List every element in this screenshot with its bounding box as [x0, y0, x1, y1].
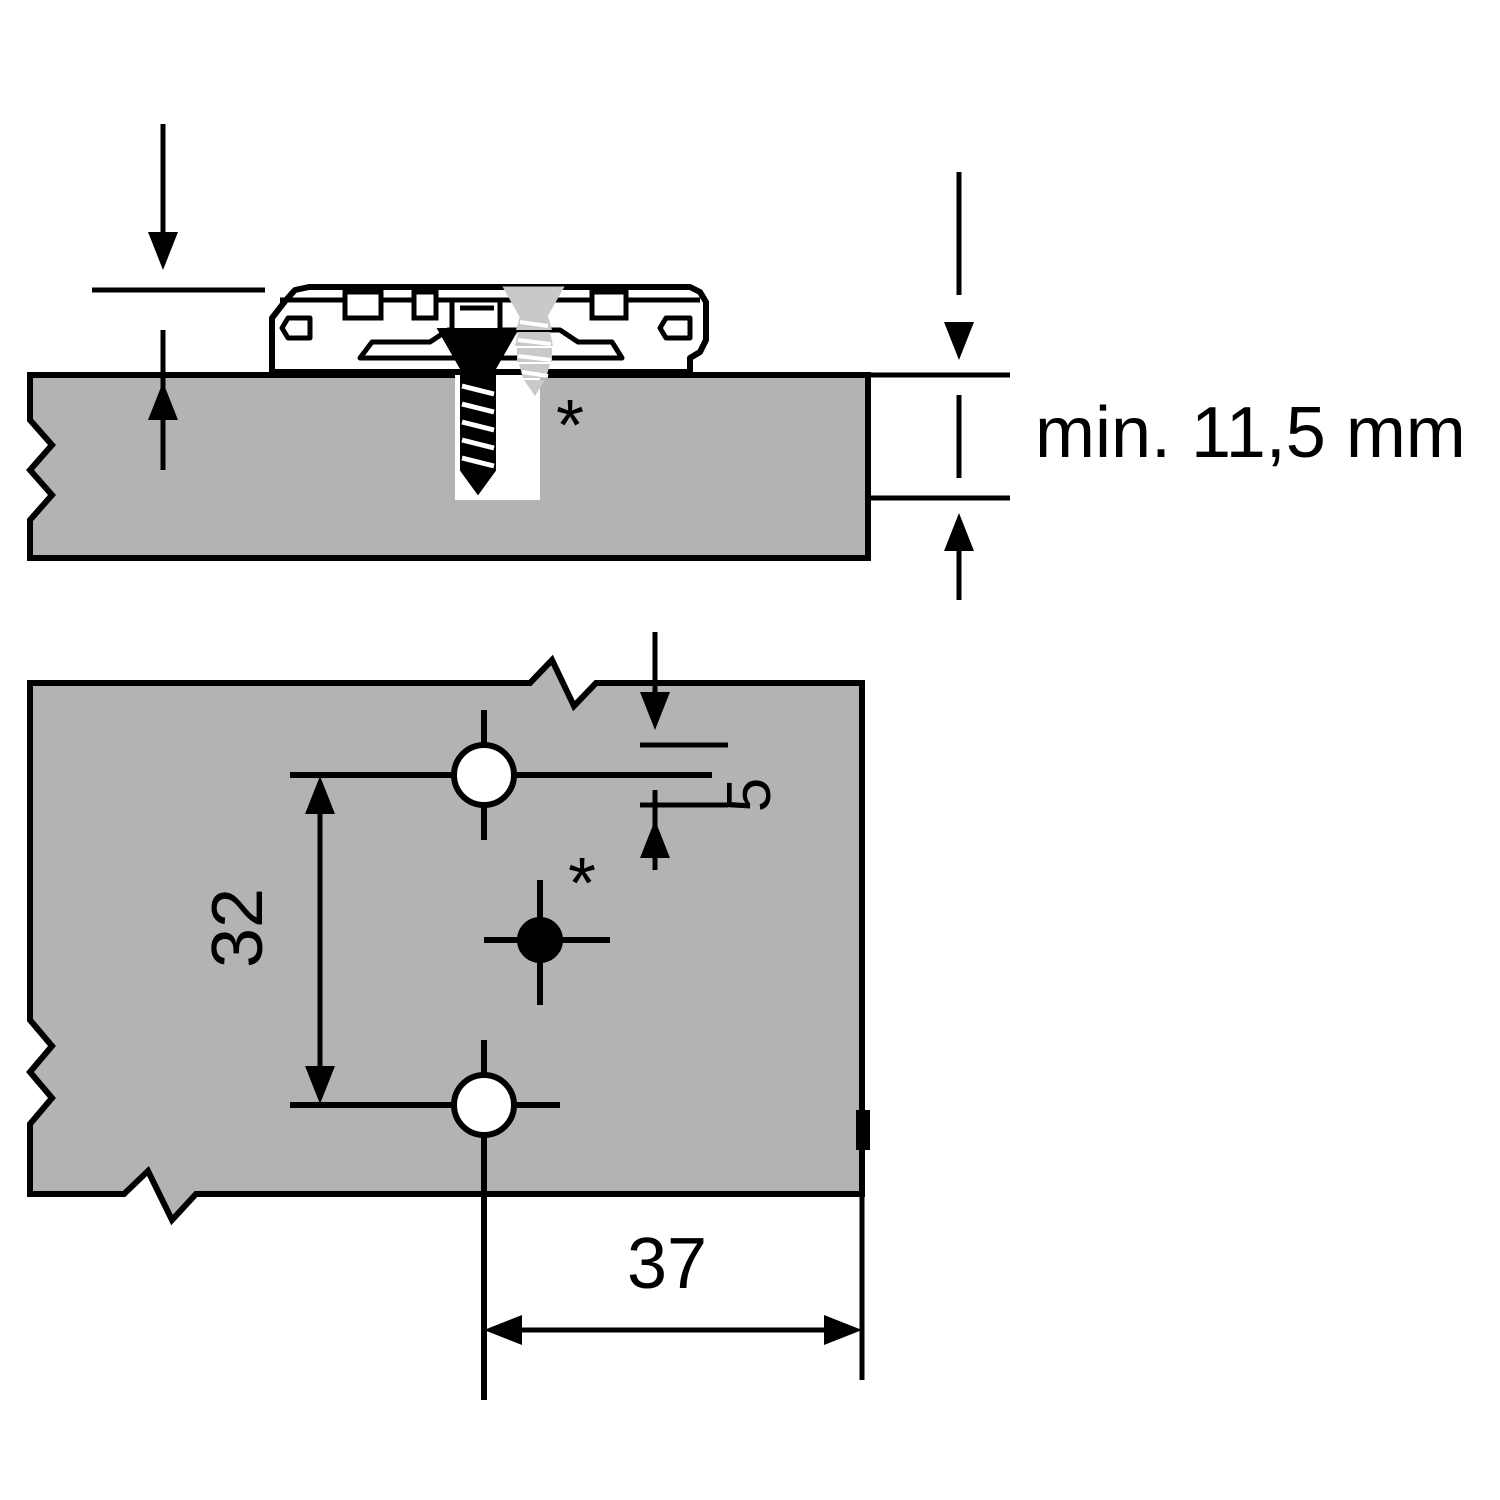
section-left-arrow-down — [148, 232, 178, 270]
screw-installed — [436, 328, 520, 496]
screw-thread-lines — [461, 383, 495, 469]
plate-slot-2 — [411, 289, 439, 321]
screw-reference-phantom — [502, 286, 565, 396]
section-panel-body — [26, 372, 871, 561]
plate-screw-boss — [449, 297, 503, 335]
plan-dim-37-arrow-left — [484, 1315, 522, 1345]
plan-hole-lower — [290, 1040, 560, 1400]
plan-right-tab — [856, 1110, 870, 1150]
plan-dim-32-arrow-top — [305, 776, 335, 814]
plan-dim-32-label: 32 — [198, 888, 278, 968]
plan-dim-5-arrow-up — [640, 820, 670, 858]
section-right-arrow-down — [944, 322, 974, 360]
plan-view: * 5 32 — [26, 632, 870, 1400]
plan-dim-37 — [513, 1194, 865, 1380]
section-star-label: * — [556, 386, 584, 466]
plate-slot-1 — [342, 289, 384, 321]
phantom-screw-outline — [517, 320, 552, 378]
plate-left-hook — [279, 315, 313, 341]
plan-dowel-center: * — [484, 844, 610, 1005]
plate-slot-3 — [589, 289, 629, 321]
plan-hole-upper — [290, 710, 712, 840]
plan-dim-37-label: 37 — [627, 1224, 707, 1304]
section-view: * min. 11,5 mm — [26, 124, 1466, 600]
plan-dim-5-arrow-down — [640, 692, 670, 730]
plan-star-label: * — [568, 844, 596, 924]
plan-dim-5 — [640, 632, 728, 870]
section-right-dimension — [868, 172, 1010, 600]
plan-dim-32-arrow-bottom — [305, 1066, 335, 1104]
plan-dim-5-label: 5 — [715, 778, 784, 812]
plan-dim-37-arrow-right — [824, 1315, 862, 1345]
section-right-arrow-up — [944, 513, 974, 551]
plan-panel-body — [26, 654, 865, 1226]
section-left-arrow-up — [148, 382, 178, 420]
min-thickness-label: min. 11,5 mm — [1035, 393, 1466, 473]
plate-right-hook — [657, 315, 693, 341]
